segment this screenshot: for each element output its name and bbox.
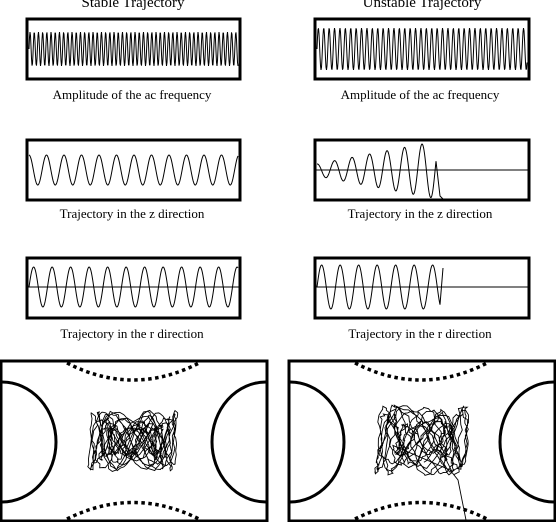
stable-ac-panel	[25, 17, 242, 81]
unstable-heading: Unstable Trajectory	[362, 0, 482, 11]
stable-heading: Stable Trajectory	[81, 0, 185, 11]
unstable-top-endcap	[354, 361, 488, 382]
stable-top-endcap	[66, 361, 200, 382]
stable-r-caption: Trajectory in the r direction	[60, 326, 204, 341]
stable-z-waveform	[28, 154, 239, 186]
unstable-z-panel	[313, 138, 531, 202]
stable-bottom-endcap	[66, 500, 200, 521]
stable-right-electrode	[210, 380, 267, 504]
stable-ac-caption: Amplitude of the ac frequency	[52, 87, 212, 102]
unstable-ac-waveform	[316, 27, 528, 71]
unstable-ac-panel	[313, 17, 531, 81]
unstable-ion-orbit	[374, 404, 470, 521]
stable-r-panel	[25, 256, 242, 320]
unstable-r-panel	[313, 256, 531, 320]
unstable-r-waveform	[316, 264, 444, 310]
unstable-bottom-endcap	[354, 500, 488, 521]
stable-left-electrode	[1, 380, 58, 504]
unstable-ac-caption: Amplitude of the ac frequency	[340, 87, 500, 102]
stable-z-panel	[25, 138, 242, 202]
unstable-z-waveform	[317, 143, 444, 200]
stable-r-waveform	[28, 266, 239, 308]
unstable-r-caption: Trajectory in the r direction	[348, 326, 492, 341]
stable-trap-panel	[0, 359, 269, 522]
stable-ion-orbit	[87, 409, 179, 473]
stable-ac-waveform	[28, 31, 239, 67]
unstable-right-electrode	[498, 380, 555, 504]
unstable-trap-panel	[287, 359, 556, 522]
stable-z-caption: Trajectory in the z direction	[59, 206, 205, 221]
unstable-left-electrode	[289, 380, 346, 504]
unstable-z-caption: Trajectory in the z direction	[347, 206, 493, 221]
